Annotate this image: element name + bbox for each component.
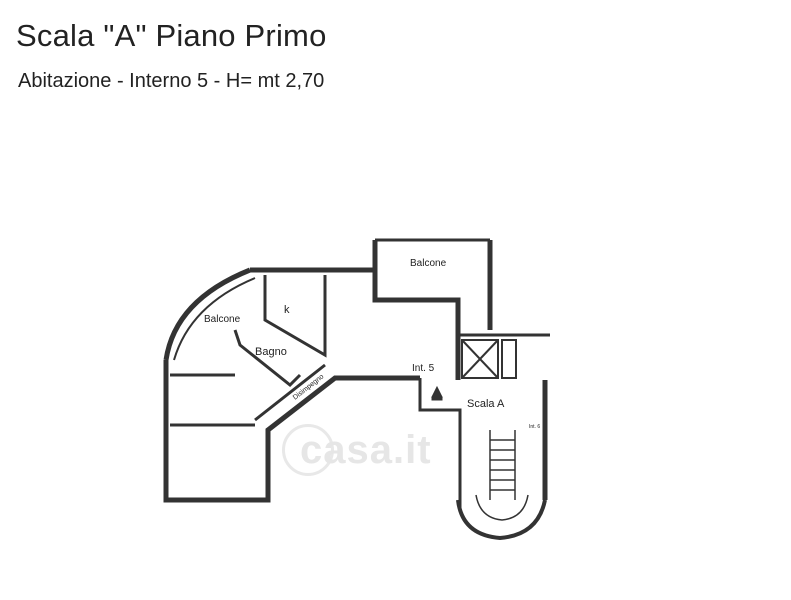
curved-balcony-wall	[163, 267, 251, 361]
top-balcony-wall	[372, 240, 461, 380]
kitchen-wall	[263, 275, 327, 358]
bath-wall	[233, 329, 302, 388]
label-unit: Int. 5	[412, 363, 435, 374]
label-balcone-left: Balcone	[204, 314, 241, 325]
landing-wall	[418, 378, 462, 510]
label-stair: Scala A	[467, 398, 505, 410]
plan-subtitle: Abitazione - Interno 5 - H= mt 2,70	[18, 70, 325, 92]
staircase	[456, 430, 547, 541]
hallway-inner	[254, 363, 326, 422]
north-wall	[250, 240, 378, 273]
watermark-logo: casa.it	[300, 428, 432, 472]
elevator	[461, 339, 517, 379]
label-balcone-top: Balcone	[410, 258, 447, 269]
label-kitchen: k	[284, 304, 290, 316]
meter-symbol	[431, 385, 443, 401]
west-wall	[163, 360, 271, 503]
watermark-house-icon	[282, 424, 334, 476]
label-bathroom: Bagno	[255, 346, 287, 358]
label-neighbor-unit: Int. 6	[529, 424, 540, 430]
curved-balcony-outer	[173, 277, 256, 361]
hallway-wall	[265, 375, 420, 440]
plan-title: Scala "A" Piano Primo	[16, 18, 327, 53]
